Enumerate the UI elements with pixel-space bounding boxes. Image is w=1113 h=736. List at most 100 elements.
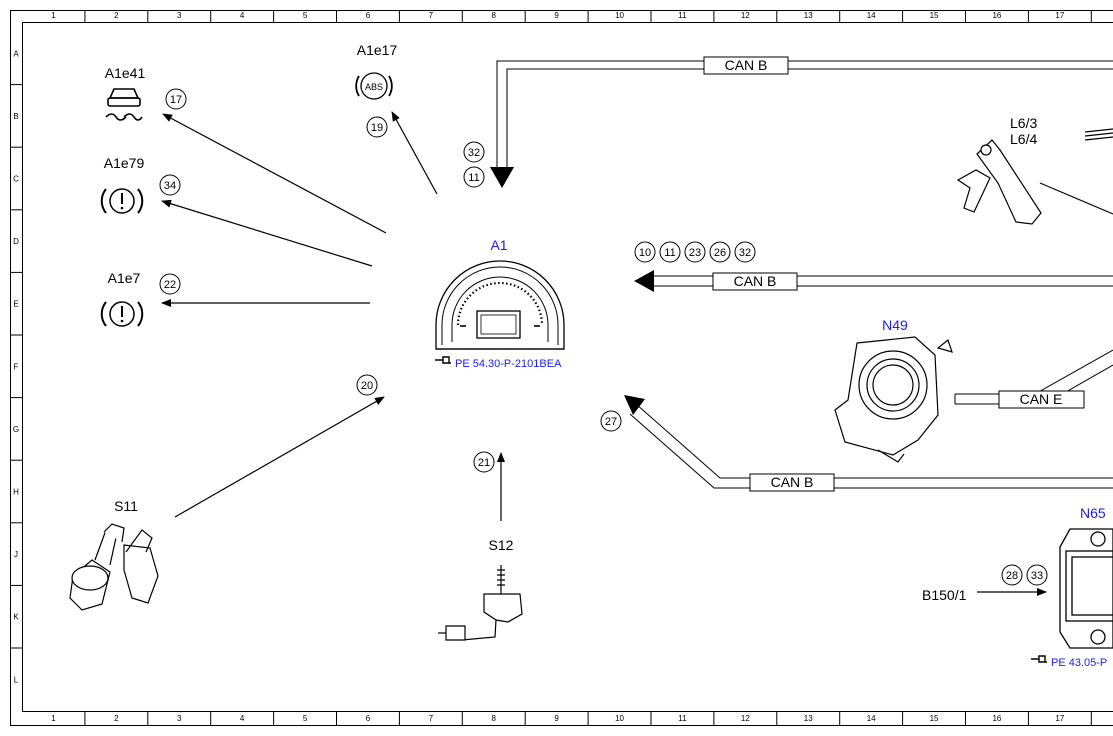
grid-row-label: A bbox=[13, 49, 19, 58]
grid-row-label: G bbox=[13, 425, 19, 434]
skid-car-icon bbox=[105, 88, 143, 121]
grid-column-label: 7 bbox=[429, 11, 434, 20]
arrow-from-s11 bbox=[174, 396, 385, 518]
label-l6-4: L6/4 bbox=[1010, 131, 1037, 147]
grid-row-label: B bbox=[13, 112, 18, 121]
svg-text:32: 32 bbox=[468, 147, 480, 159]
signal-21: 21 bbox=[473, 451, 495, 473]
grid-column-label: 14 bbox=[867, 714, 876, 723]
grid-column-label: 16 bbox=[992, 11, 1001, 20]
grid-column-label: 15 bbox=[930, 11, 939, 20]
instrument-cluster-drawing bbox=[435, 260, 565, 350]
a1-reference-link[interactable]: PE 54.30-P-2101BEA bbox=[435, 356, 562, 370]
svg-text:32: 32 bbox=[739, 247, 751, 259]
label-a1: A1 bbox=[490, 237, 507, 253]
pointing-hand-icon bbox=[435, 356, 451, 364]
speed-sensor-drawing bbox=[956, 128, 1113, 225]
grid-column-label: 13 bbox=[804, 714, 813, 723]
svg-text:11: 11 bbox=[468, 172, 479, 184]
grid-column-label: 4 bbox=[240, 714, 245, 723]
grid-column-label: 3 bbox=[177, 11, 182, 20]
signal-32b: 32 bbox=[734, 241, 756, 263]
grid-column-label: 11 bbox=[678, 11, 687, 20]
grid-row-label: J bbox=[14, 550, 18, 559]
signal-arrows bbox=[161, 111, 1113, 596]
drawing-frame bbox=[10, 10, 1113, 726]
signal-11: 11 bbox=[463, 166, 485, 188]
grid-column-label: 8 bbox=[492, 11, 497, 20]
arrow-to-a1e41 bbox=[162, 113, 387, 234]
grid-column-label: 4 bbox=[240, 11, 245, 20]
grid-column-label: 6 bbox=[366, 714, 371, 723]
signal-11b: 11 bbox=[659, 241, 681, 263]
grid-row-label: C bbox=[13, 175, 19, 184]
grid-column-label: 9 bbox=[554, 714, 559, 723]
label-a1e17: A1e17 bbox=[357, 42, 398, 58]
steering-angle-sensor-drawing bbox=[834, 336, 953, 463]
signal-17: 17 bbox=[165, 88, 187, 110]
n65-reference-text: PE 43.05-P bbox=[1051, 657, 1107, 669]
svg-text:10: 10 bbox=[639, 247, 651, 259]
label-n49: N49 bbox=[882, 317, 908, 333]
grid-column-label: 12 bbox=[741, 11, 750, 20]
n65-reference-link[interactable]: PE 43.05-P bbox=[1031, 655, 1107, 669]
svg-text:33: 33 bbox=[1031, 570, 1043, 582]
svg-text:26: 26 bbox=[714, 247, 726, 259]
signal-27: 27 bbox=[600, 410, 622, 432]
grid-column-label: 17 bbox=[1055, 11, 1064, 20]
can-e-label: CAN E bbox=[1020, 391, 1063, 407]
signal-20: 20 bbox=[356, 374, 378, 396]
svg-text:17: 17 bbox=[170, 94, 182, 106]
arrow-to-a1e79 bbox=[161, 199, 373, 267]
grid-column-label: 3 bbox=[177, 714, 182, 723]
can-b-top-label-box bbox=[703, 56, 789, 75]
label-b150-1: B150/1 bbox=[922, 587, 967, 603]
svg-text:19: 19 bbox=[371, 122, 383, 134]
fluid-level-switch-drawing bbox=[69, 523, 159, 611]
signal-22: 22 bbox=[159, 273, 181, 295]
svg-text:ABS: ABS bbox=[365, 82, 383, 92]
can-b-middle-bus: CAN B bbox=[634, 270, 1113, 292]
abs-warning-icon: ABS bbox=[355, 72, 393, 100]
grid-column-label: 1 bbox=[51, 11, 56, 20]
control-unit-drawing bbox=[1059, 528, 1113, 649]
can-b-lower-arrowhead bbox=[624, 395, 645, 415]
grid-column-label: 8 bbox=[492, 714, 497, 723]
can-b-top-bus: CAN B bbox=[490, 56, 1113, 188]
grid-column-label: 1 bbox=[51, 714, 56, 723]
brake-warning-icon bbox=[100, 188, 144, 214]
can-b-lower-label: CAN B bbox=[771, 474, 814, 490]
grid-column-label: 2 bbox=[114, 714, 119, 723]
grid-row-label: L bbox=[14, 675, 19, 684]
can-b-middle-label-box bbox=[712, 272, 798, 291]
svg-text:27: 27 bbox=[605, 416, 617, 428]
grid-column-label: 16 bbox=[992, 714, 1001, 723]
signal-34: 34 bbox=[159, 174, 181, 196]
signal-33: 33 bbox=[1026, 564, 1048, 586]
label-s11: S11 bbox=[114, 498, 138, 514]
signal-circles: 17 19 34 22 20 32 11 21 27 10 11 23 26 3… bbox=[159, 88, 1048, 586]
label-s12: S12 bbox=[489, 537, 514, 553]
signal-23: 23 bbox=[684, 241, 706, 263]
grid-column-label: 5 bbox=[303, 11, 308, 20]
grid-row-label: E bbox=[13, 300, 18, 309]
grid-column-label: 7 bbox=[429, 714, 434, 723]
label-a1e41: A1e41 bbox=[105, 65, 146, 81]
grid-column-label: 5 bbox=[303, 714, 308, 723]
a1-reference-text: PE 54.30-P-2101BEA bbox=[455, 358, 562, 370]
can-e-label-box bbox=[998, 390, 1085, 409]
can-b-lower-label-box bbox=[749, 473, 835, 492]
signal-32: 32 bbox=[463, 141, 485, 163]
grid-row-label: F bbox=[14, 362, 19, 371]
grid-column-label: 9 bbox=[554, 11, 559, 20]
label-a1e7: A1e7 bbox=[108, 270, 141, 286]
can-b-middle-label: CAN B bbox=[734, 273, 777, 289]
can-b-middle-arrowhead bbox=[634, 270, 654, 292]
signal-26: 26 bbox=[709, 241, 731, 263]
label-n65: N65 bbox=[1080, 505, 1106, 521]
label-l6-3: L6/3 bbox=[1010, 115, 1037, 131]
